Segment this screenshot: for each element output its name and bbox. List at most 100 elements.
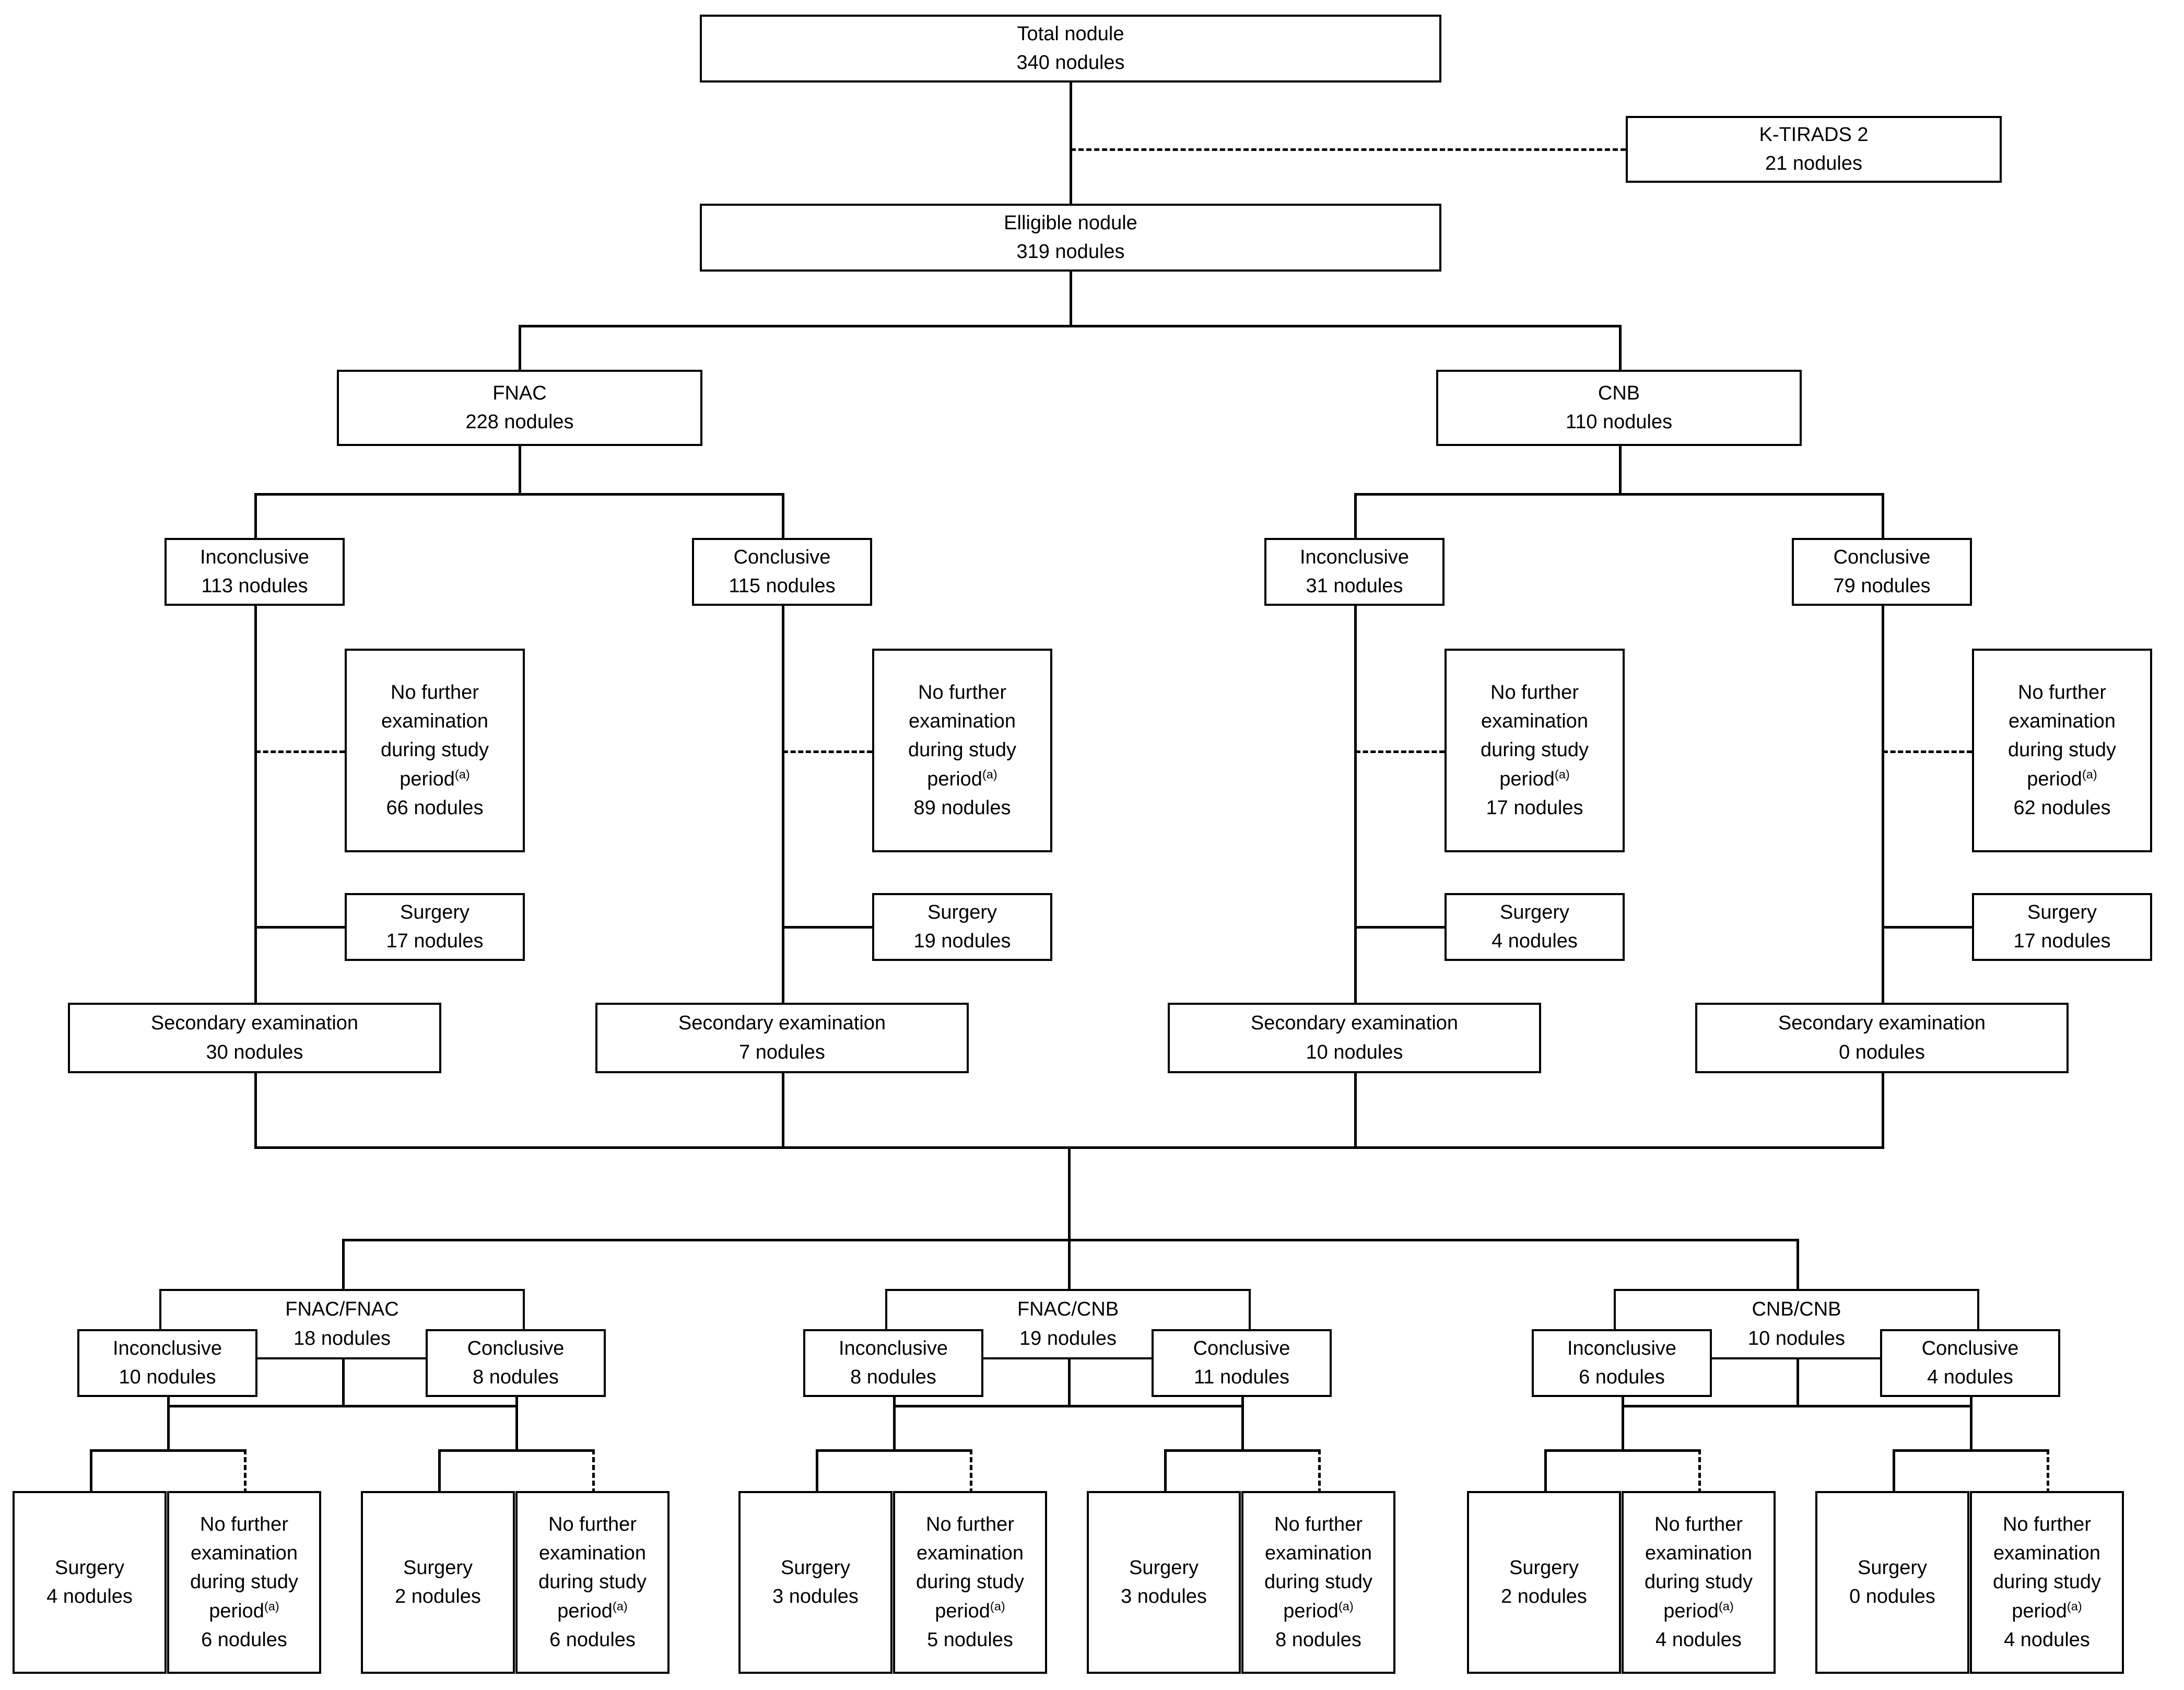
split-bar-fc-inconclusive (816, 1449, 972, 1452)
node-bottom-surgery-5: Surgery 2 nodules (1467, 1491, 1621, 1674)
nfe-line-3: during study (1264, 1571, 1372, 1593)
nfe-line-3: during study (1644, 1571, 1753, 1593)
node-fnac-conclusive-title: Conclusive (733, 546, 831, 568)
split-bar-ff-conclusive (438, 1449, 595, 1452)
stem-fnac-inconclusive (254, 606, 257, 1003)
nfe-line-4: period(a) (1283, 1599, 1354, 1622)
node-k-tirads-2: K-TIRADS 2 21 nodules (1626, 116, 2002, 183)
leg-nfe-ff-inconclusive (244, 1449, 246, 1494)
stem-cnb-conclusive (1882, 606, 1884, 1003)
nfe-count: 8 nodules (1275, 1628, 1361, 1651)
node-bottom-no-further-exam-6: No further examination during study peri… (1970, 1491, 2124, 1674)
split-bar-cc-inconclusive (1544, 1449, 1701, 1452)
node-bottom-no-further-exam-4: No further examination during study peri… (1241, 1491, 1395, 1674)
surgery-count: 2 nodules (1501, 1586, 1587, 1607)
connector-total-to-eligible (1070, 83, 1072, 204)
stem-ff-conclusive-down (515, 1397, 518, 1451)
node-cnb-conclusive-title: Conclusive (1833, 546, 1931, 568)
connector-dash-nfe-4 (1883, 750, 1972, 753)
nfe-count: 5 nodules (927, 1628, 1013, 1651)
nfe-line-3: during study (190, 1571, 298, 1593)
node-bottom-no-further-exam-5: No further examination during study peri… (1622, 1491, 1776, 1674)
nfe-line-2: examination (1481, 710, 1588, 733)
connector-to-fnac-cnb (1068, 1239, 1071, 1291)
nfe-line-3: during study (538, 1571, 647, 1593)
secondary-exam-title: Secondary examination (678, 1012, 886, 1035)
node-bottom-no-further-exam-2: No further examination during study peri… (515, 1491, 670, 1674)
node-secondary-exam-cnb-inconclusive: Secondary examination 10 nodules (1168, 1003, 1541, 1073)
connector-exclusion-k-tirads-2 (1071, 148, 1626, 151)
nfe-line-1: No further (2018, 682, 2106, 704)
surgery-title: Surgery (1509, 1556, 1579, 1579)
nfe-line-2: examination (1645, 1542, 1752, 1565)
node-fc-conclusive-title: Conclusive (1193, 1337, 1290, 1359)
connector-split-cnb-children (1354, 493, 1884, 496)
nfe-line-4: period(a) (2027, 767, 2097, 790)
surgery-title: Surgery (2027, 901, 2097, 923)
leg-nfe-fc-inconclusive (970, 1449, 972, 1494)
nfe-line-4: period(a) (209, 1599, 279, 1622)
node-fc-inconclusive-title: Inconclusive (838, 1337, 948, 1359)
nfe-line-1: No further (1654, 1513, 1743, 1536)
node-cc-conclusive-title: Conclusive (1921, 1337, 2019, 1359)
split-bar-fc-conclusive (1164, 1449, 1321, 1452)
leg-nfe-cc-conclusive (2047, 1449, 2049, 1494)
stem-cnb-inconclusive (1354, 606, 1357, 1003)
node-cnb-conclusive: Conclusive 79 nodules (1792, 538, 1972, 606)
connector-surgery-1 (255, 926, 345, 929)
node-cc-inconclusive-count: 6 nodules (1579, 1366, 1665, 1388)
node-no-further-exam-cnb-inconclusive: No further examination during study peri… (1445, 649, 1625, 852)
connector-to-fnac-inconclusive (254, 493, 257, 539)
surgery-count: 4 nodules (46, 1586, 133, 1607)
node-fc-inconclusive: Inconclusive 8 nodules (803, 1329, 983, 1397)
stem-fc-conclusive-down (1241, 1397, 1244, 1451)
node-bottom-surgery-1: Surgery 4 nodules (13, 1491, 167, 1674)
surgery-count: 4 nodules (1492, 930, 1578, 952)
node-fnac-fnac-title: FNAC/FNAC (285, 1298, 399, 1321)
stem-fc-inconclusive-down (893, 1397, 896, 1451)
connector-surgery-4 (1883, 926, 1972, 929)
nfe-line-2: examination (539, 1542, 646, 1565)
node-secondary-exam-cnb-conclusive: Secondary examination 0 nodules (1695, 1003, 2069, 1073)
secondary-exam-title: Secondary examination (150, 1012, 359, 1035)
surgery-count: 3 nodules (1121, 1586, 1207, 1607)
stem-ff-inconclusive-down (167, 1397, 170, 1451)
secondary-exam-count: 10 nodules (1306, 1041, 1403, 1063)
nfe-line-1: No further (1274, 1513, 1363, 1536)
surgery-count: 19 nodules (913, 930, 1011, 952)
node-ff-inconclusive: Inconclusive 10 nodules (77, 1329, 257, 1397)
connector-cnb-down (1619, 446, 1622, 495)
node-surgery-cnb-conclusive: Surgery 17 nodules (1972, 893, 2152, 961)
stem-secondary-4-down (1882, 1073, 1884, 1148)
nfe-line-3: during study (915, 1571, 1024, 1593)
nfe-line-2: examination (191, 1542, 298, 1565)
stem-secondary-2-down (782, 1073, 784, 1148)
surgery-title: Surgery (1857, 1556, 1928, 1579)
nfe-count: 6 nodules (549, 1628, 636, 1651)
surgery-title: Surgery (400, 901, 470, 923)
node-ff-conclusive-title: Conclusive (467, 1337, 565, 1359)
nfe-line-1: No further (548, 1513, 637, 1536)
connector-split-cnb-cnb (1622, 1405, 1972, 1407)
secondary-exam-title: Secondary examination (1250, 1012, 1459, 1035)
connector-dash-nfe-1 (255, 750, 345, 753)
stem-cc-inconclusive-down (1622, 1397, 1624, 1451)
surgery-title: Surgery (54, 1556, 125, 1579)
nfe-line-4: period(a) (400, 767, 470, 790)
surgery-title: Surgery (927, 901, 997, 923)
nfe-line-1: No further (391, 682, 479, 704)
node-bottom-surgery-3: Surgery 3 nodules (738, 1491, 893, 1674)
connector-to-cnb-conclusive (1882, 493, 1884, 539)
node-cnb-conclusive-count: 79 nodules (1833, 575, 1931, 597)
leg-surgery-cc-inconclusive (1544, 1449, 1547, 1494)
surgery-title: Surgery (1129, 1556, 1199, 1579)
node-no-further-exam-fnac-conclusive: No further examination during study peri… (872, 649, 1052, 852)
stem-fnac-conclusive (782, 606, 784, 1003)
node-bottom-surgery-4: Surgery 3 nodules (1087, 1491, 1241, 1674)
connector-surgery-3 (1355, 926, 1445, 929)
node-fnac-inconclusive-count: 113 nodules (201, 575, 308, 597)
node-cc-conclusive: Conclusive 4 nodules (1880, 1329, 2060, 1397)
node-k-tirads-2-title: K-TIRADS 2 (1759, 123, 1869, 146)
surgery-count: 3 nodules (772, 1586, 859, 1607)
nfe-line-4: period(a) (935, 1599, 1005, 1622)
